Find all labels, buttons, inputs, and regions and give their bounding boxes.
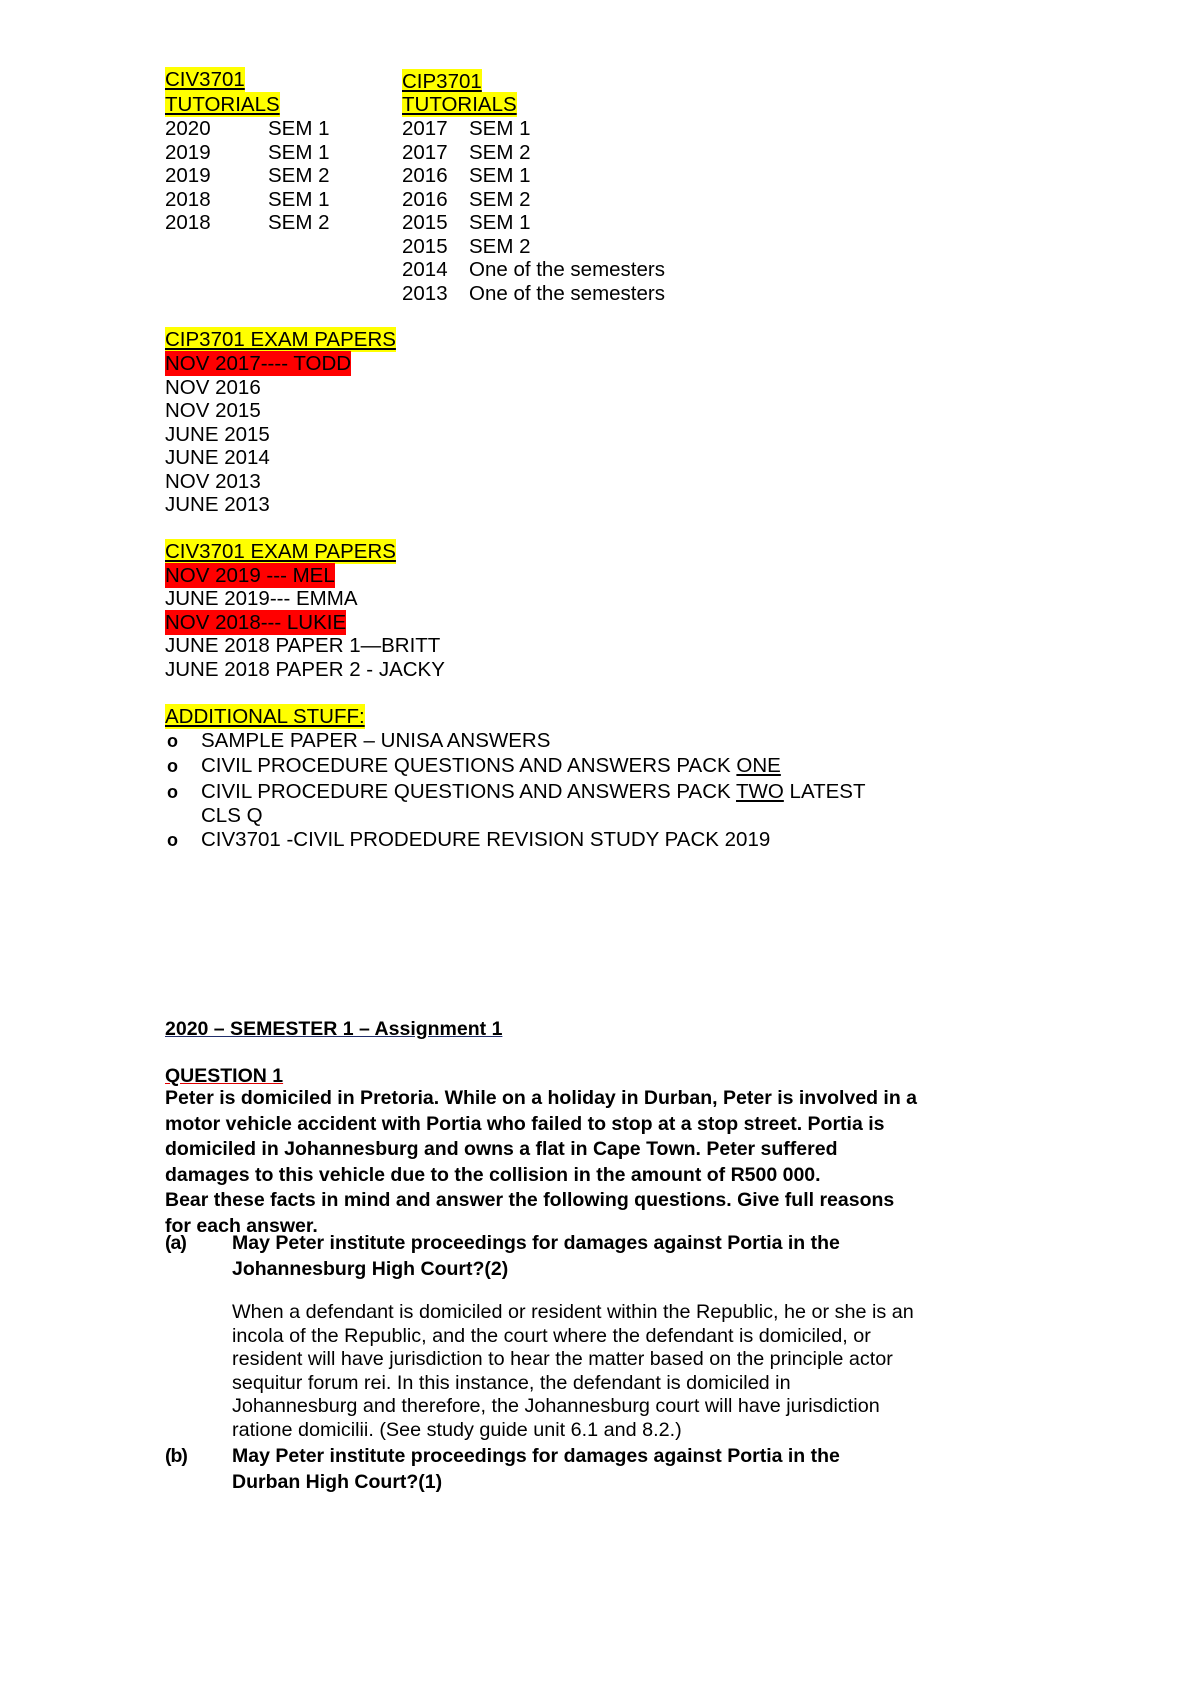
facts-line: Peter is domiciled in Pretoria. While on… [165, 1087, 918, 1109]
answer-a: When a defendant is domiciled or residen… [232, 1301, 914, 1443]
facts-line: domiciled in Johannesburg and owns a fla… [165, 1138, 838, 1160]
civ-tutorial-sem: SEM 1 [268, 141, 330, 164]
additional-item: CIVIL PROCEDURE QUESTIONS AND ANSWERS PA… [201, 779, 865, 804]
cip-tutorials-heading-label: TUTORIALS [402, 92, 517, 117]
answer-line: When a defendant is domiciled or residen… [232, 1301, 914, 1323]
bullet-icon: o [167, 731, 178, 751]
subquestion-line: Johannesburg High Court?(2) [232, 1257, 509, 1280]
subquestion-line: May Peter institute proceedings for dama… [232, 1445, 840, 1467]
additional-heading: ADDITIONAL STUFF: [165, 704, 365, 729]
civ-exam-item: JUNE 2018 PAPER 2 - JACKY [165, 658, 445, 681]
civ-exam-item: NOV 2019 --- MEL [165, 563, 335, 588]
cip-tutorial-year: 2013 [402, 282, 448, 305]
bullet-icon: o [167, 756, 178, 776]
cip-tutorial-year: 2015 [402, 235, 448, 258]
cip-tutorial-sem: SEM 1 [469, 117, 531, 140]
cip-exam-item: NOV 2015 [165, 399, 261, 422]
civ-tutorial-year: 2019 [165, 164, 211, 187]
civ-exam-item: JUNE 2018 PAPER 1—BRITT [165, 634, 441, 657]
cip-tutorial-year: 2016 [402, 164, 448, 187]
cip-tutorial-sem: SEM 2 [469, 235, 531, 258]
bullet-icon: o [167, 830, 178, 850]
civ-tutorial-sem: SEM 1 [268, 117, 330, 140]
cip-tutorial-sem: SEM 1 [469, 164, 531, 187]
answer-line: ratione domicilii. (See study guide unit… [232, 1418, 682, 1441]
civ-tutorial-year: 2019 [165, 141, 211, 164]
civ-tutorial-sem: SEM 1 [268, 188, 330, 211]
cip-tutorial-sem: SEM 2 [469, 141, 531, 164]
additional-item-emphasis: ONE [736, 754, 781, 777]
additional-item-emphasis: TWO [736, 780, 784, 803]
bullet-icon: o [167, 782, 178, 802]
facts-line: Bear these facts in mind and answer the … [165, 1189, 895, 1211]
additional-item: CIVIL PROCEDURE QUESTIONS AND ANSWERS PA… [201, 753, 781, 778]
additional-item: SAMPLE PAPER – UNISA ANSWERS [201, 729, 551, 752]
cip-exam-item: JUNE 2015 [165, 423, 270, 446]
answer-line: incola of the Republic, and the court wh… [232, 1324, 871, 1347]
cip-exam-item: NOV 2016 [165, 376, 261, 399]
facts-line: damages to this vehicle due to the colli… [165, 1163, 821, 1186]
cip-tutorial-year: 2017 [402, 141, 448, 164]
civ-tutorial-year: 2018 [165, 211, 211, 234]
cip-exam-item: NOV 2017---- TODD [165, 351, 352, 376]
cip-exam-heading: CIP3701 EXAM PAPERS [165, 327, 396, 352]
civ-tutorials-heading-code: CIV3701 [165, 67, 245, 92]
cip-exam-item: NOV 2013 [165, 470, 261, 493]
cip-tutorial-sem: One of the semesters [469, 282, 665, 305]
civ-exam-heading: CIV3701 EXAM PAPERS [165, 539, 396, 564]
civ-exam-item: JUNE 2019--- EMMA [165, 587, 358, 610]
answer-line: Johannesburg and therefore, the Johannes… [232, 1395, 880, 1418]
civ-tutorial-year: 2020 [165, 117, 211, 140]
additional-item: CIV3701 -CIVIL PRODEDURE REVISION STUDY … [201, 828, 771, 851]
cip-tutorial-sem: SEM 1 [469, 211, 531, 234]
cip-tutorial-year: 2014 [402, 258, 448, 281]
subquestion-line: May Peter institute proceedings for dama… [232, 1232, 840, 1254]
subquestion-b: May Peter institute proceedings for dama… [232, 1444, 840, 1495]
civ-tutorial-sem: SEM 2 [268, 164, 330, 187]
additional-item-text: CIVIL PROCEDURE QUESTIONS AND ANSWERS PA… [201, 754, 737, 777]
assignment-title: 2020 – SEMESTER 1 – Assignment 1 [165, 1018, 503, 1040]
cip-tutorial-year: 2016 [402, 188, 448, 211]
civ-exam-item: NOV 2018--- LUKIE [165, 610, 347, 635]
additional-item-suffix: LATEST [783, 780, 866, 803]
question-facts: Peter is domiciled in Pretoria. While on… [165, 1086, 917, 1239]
additional-item-text: CIVIL PROCEDURE QUESTIONS AND ANSWERS PA… [201, 780, 737, 803]
answer-line: resident will have jurisdiction to hear … [232, 1348, 893, 1371]
subquestion-a: May Peter institute proceedings for dama… [232, 1231, 840, 1282]
cip-exam-item: JUNE 2014 [165, 446, 270, 469]
facts-line: for each answer. [165, 1214, 318, 1237]
civ-tutorial-year: 2018 [165, 188, 211, 211]
subquestion-line: Durban High Court?(1) [232, 1470, 443, 1493]
answer-line: sequitur forum rei. In this instance, th… [232, 1371, 791, 1394]
cip-tutorial-sem: One of the semesters [469, 258, 665, 281]
cip-tutorial-sem: SEM 2 [469, 188, 531, 211]
cip-exam-item: JUNE 2013 [165, 493, 270, 516]
cip-tutorials-heading-code: CIP3701 [402, 69, 482, 94]
additional-item-continuation: CLS Q [201, 804, 263, 827]
facts-line: motor vehicle accident with Portia who f… [165, 1112, 885, 1135]
cip-tutorial-year: 2017 [402, 117, 448, 140]
civ-tutorials-heading-label: TUTORIALS [165, 92, 280, 117]
subquestion-b-label: (b) [165, 1445, 188, 1467]
question-label: QUESTION 1 [165, 1065, 284, 1087]
civ-tutorial-sem: SEM 2 [268, 211, 330, 234]
cip-tutorial-year: 2015 [402, 211, 448, 234]
subquestion-a-label: (a) [165, 1232, 187, 1254]
